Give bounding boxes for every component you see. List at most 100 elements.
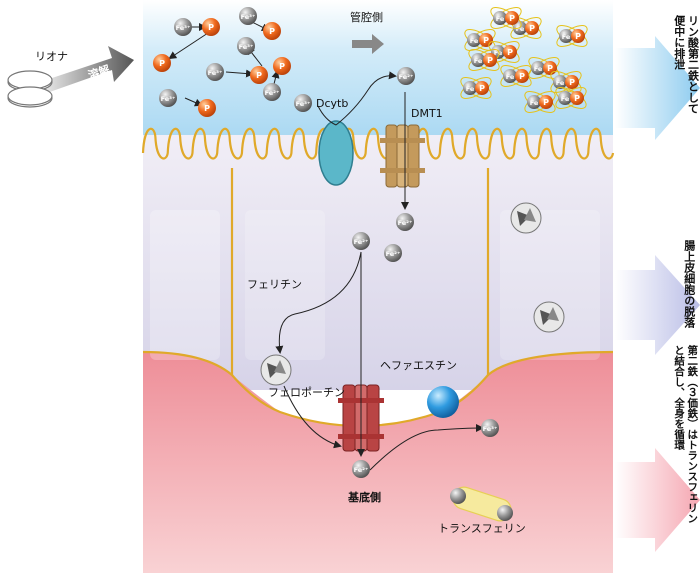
iron-ion-ball: Fe³⁺ bbox=[481, 419, 499, 437]
iron-ion-ball: Fe²⁺ bbox=[352, 232, 370, 250]
svg-text:P: P bbox=[547, 64, 553, 73]
phosphate-ball: P bbox=[515, 69, 529, 83]
iron-ion-ball: Fe²⁺ bbox=[263, 83, 281, 101]
note-excretion-line2: 便中に排泄 bbox=[672, 15, 686, 70]
svg-text:P: P bbox=[204, 104, 210, 113]
phosphate-ball: P bbox=[475, 81, 489, 95]
iron-ion-ball: Fe³⁺ bbox=[174, 18, 192, 36]
iron-ion-ball: Fe bbox=[493, 11, 507, 25]
svg-text:Fe: Fe bbox=[474, 57, 483, 65]
iron-ion-ball: Fe bbox=[513, 21, 527, 35]
arrow-excretion bbox=[615, 36, 700, 140]
phosphate-ball: P bbox=[202, 18, 220, 36]
iron-ion-ball: Fe³⁺ bbox=[159, 89, 177, 107]
dmt1-transporter bbox=[380, 124, 425, 188]
phosphate-ball: P bbox=[503, 45, 517, 59]
cell-border-right bbox=[486, 168, 614, 378]
svg-text:Fe: Fe bbox=[516, 25, 525, 33]
svg-text:Fe: Fe bbox=[530, 99, 539, 107]
svg-text:P: P bbox=[256, 71, 262, 80]
svg-text:Fe: Fe bbox=[556, 79, 565, 87]
svg-text:Fe³⁺: Fe³⁺ bbox=[239, 43, 254, 51]
phosphate-ball: P bbox=[505, 11, 519, 25]
ferroportin-label: フェロポーチン bbox=[268, 386, 345, 399]
svg-text:P: P bbox=[279, 62, 285, 71]
ferritin-label: フェリチン bbox=[247, 278, 302, 291]
svg-text:Fe³⁺: Fe³⁺ bbox=[208, 69, 223, 77]
svg-text:Fe: Fe bbox=[534, 65, 543, 73]
arrow-shedding bbox=[615, 255, 700, 355]
svg-text:Fe: Fe bbox=[466, 85, 475, 93]
svg-text:Fe²⁺: Fe²⁺ bbox=[354, 238, 369, 246]
arrow-circulation bbox=[615, 448, 700, 552]
svg-text:Fe: Fe bbox=[470, 37, 479, 45]
dcytb-label: Dcytb bbox=[316, 97, 349, 110]
dmt1-label: DMT1 bbox=[411, 107, 443, 120]
phosphate-ball: P bbox=[198, 99, 216, 117]
svg-text:P: P bbox=[483, 36, 489, 45]
lumen-direction-arrow bbox=[352, 34, 384, 54]
phosphate-ball: P bbox=[525, 21, 539, 35]
svg-text:Fe²⁺: Fe²⁺ bbox=[265, 89, 280, 97]
ferritin-cluster-2 bbox=[510, 202, 542, 234]
hephaestin-protein bbox=[427, 386, 459, 418]
note-excretion: リン酸第二鉄として 便中に排泄 bbox=[672, 15, 700, 165]
svg-text:P: P bbox=[575, 32, 581, 41]
phosphate-ball: P bbox=[250, 66, 268, 84]
iron-ion-ball: Fe²⁺ bbox=[397, 67, 415, 85]
svg-text:P: P bbox=[487, 56, 493, 65]
phosphate-ball: P bbox=[570, 91, 584, 105]
phosphate-ball: P bbox=[483, 53, 497, 67]
iron-ion-ball: Fe bbox=[558, 91, 572, 105]
svg-text:Fe²⁺: Fe²⁺ bbox=[354, 466, 369, 474]
dissolve-arrow bbox=[40, 46, 134, 94]
basal-label: 基底側 bbox=[348, 491, 381, 504]
svg-text:Fe²⁺: Fe²⁺ bbox=[399, 73, 414, 81]
iron-ion-ball: Fe bbox=[503, 69, 517, 83]
note-circulation: 第二鉄（３価鉄）はトランスフェリン と結合し、全身を循環 bbox=[672, 345, 698, 570]
iron-ion-ball: Fe²⁺ bbox=[352, 460, 370, 478]
svg-text:P: P bbox=[519, 72, 525, 81]
iron-ion-ball: Fe²⁺ bbox=[384, 244, 402, 262]
iron-ion-ball: Fe bbox=[559, 29, 573, 43]
svg-text:Fe³⁺: Fe³⁺ bbox=[176, 24, 191, 32]
apical-membrane bbox=[141, 127, 615, 160]
svg-text:P: P bbox=[159, 59, 165, 68]
phosphate-ball: P bbox=[565, 75, 579, 89]
iron-ion-ball: Fe bbox=[463, 81, 477, 95]
phosphate-ball: P bbox=[263, 22, 281, 40]
iron-ion-ball: Fe bbox=[471, 53, 485, 67]
svg-text:Fe: Fe bbox=[494, 49, 503, 57]
note-shedding: 腸上皮細胞の脱落 bbox=[682, 240, 696, 390]
iron-ion-ball: Fe³⁺ bbox=[294, 94, 312, 112]
cell-border-left bbox=[142, 168, 234, 378]
note-circulation-line2: と結合し、全身を循環 bbox=[673, 345, 686, 450]
svg-text:P: P bbox=[507, 48, 513, 57]
svg-text:Fe: Fe bbox=[561, 95, 570, 103]
iron-ion-ball: Fe²⁺ bbox=[396, 213, 414, 231]
note-circulation-line1: 第二鉄（３価鉄）はトランスフェリン bbox=[686, 345, 699, 524]
riona-tablets bbox=[7, 70, 53, 108]
absorption-pathway-arrows bbox=[275, 71, 484, 471]
phosphate-ball: P bbox=[571, 29, 585, 43]
lumen-label: 管腔側 bbox=[350, 11, 383, 24]
ferritin-cluster-1 bbox=[260, 354, 292, 386]
hephaestin-label: ヘファエスチン bbox=[380, 359, 457, 372]
note-shedding-line1: 腸上皮細胞の脱落 bbox=[682, 240, 696, 328]
svg-text:P: P bbox=[208, 23, 214, 32]
dcytb-protein bbox=[318, 120, 354, 186]
svg-text:P: P bbox=[269, 27, 275, 36]
svg-text:Fe³⁺: Fe³⁺ bbox=[483, 425, 498, 433]
svg-text:P: P bbox=[509, 14, 515, 23]
iron-ion-ball: Fe bbox=[531, 61, 545, 75]
note-excretion-line1: リン酸第二鉄として bbox=[686, 15, 700, 114]
svg-text:Fe³⁺: Fe³⁺ bbox=[296, 100, 311, 108]
phosphate-ball: P bbox=[543, 61, 557, 75]
phosphate-ball: P bbox=[539, 95, 553, 109]
svg-text:Fe: Fe bbox=[562, 33, 571, 41]
iron-ion-ball: Fe³⁺ bbox=[237, 37, 255, 55]
transferrin-protein bbox=[450, 486, 513, 522]
iron-ion-ball: Fe³⁺ bbox=[239, 7, 257, 25]
riona-label: リオナ bbox=[35, 50, 68, 63]
